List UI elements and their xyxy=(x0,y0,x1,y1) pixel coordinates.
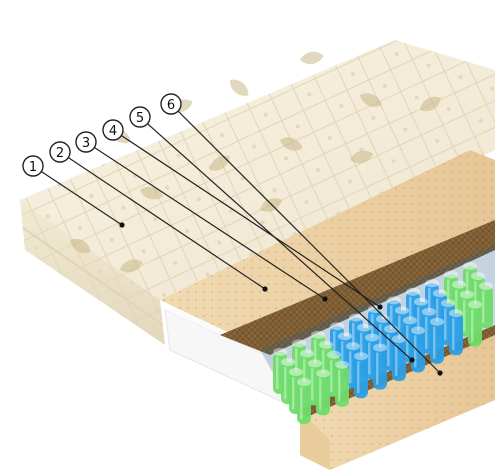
spring-pocket xyxy=(354,356,368,399)
leader-endpoint xyxy=(437,370,443,376)
callout-number: 1 xyxy=(29,160,37,175)
spring-pocket xyxy=(297,382,311,424)
callout-badge-6: 6 xyxy=(160,93,182,115)
leader-endpoint xyxy=(377,304,383,310)
spring-pocket xyxy=(373,347,387,390)
leader-endpoint xyxy=(409,357,415,363)
leader-line xyxy=(32,165,123,226)
spring-pocket xyxy=(430,321,444,364)
leader-line xyxy=(59,151,266,290)
leader-endpoint xyxy=(322,296,328,302)
callout-number: 4 xyxy=(109,124,117,139)
spring-pocket xyxy=(392,339,406,381)
cutaway-section xyxy=(160,150,495,470)
leaf-icon xyxy=(300,51,324,65)
leaf-icon xyxy=(420,96,441,112)
callout-leader-lines xyxy=(32,103,443,376)
spring-pocket xyxy=(316,373,330,416)
leader-line xyxy=(112,129,381,308)
leaf-icon xyxy=(120,259,143,273)
leaf-icon xyxy=(260,198,282,212)
leader-line xyxy=(170,103,441,374)
quilted-cover xyxy=(20,40,495,345)
spring-pocket xyxy=(449,313,463,356)
leaf-icon xyxy=(210,155,230,171)
callout-number: 3 xyxy=(82,136,90,151)
leader-endpoint xyxy=(119,222,125,228)
leaf-icon xyxy=(229,79,249,96)
spring-pocket xyxy=(335,364,349,407)
leaf-icon xyxy=(70,238,91,254)
leader-line xyxy=(85,141,326,300)
leaf-icon xyxy=(350,150,374,164)
callout-number: 5 xyxy=(136,111,144,126)
callout-badge-2: 2 xyxy=(49,141,71,163)
callout-badge-1: 1 xyxy=(22,155,44,177)
callout-number: 6 xyxy=(167,98,175,113)
leaf-icon xyxy=(360,93,382,107)
callout-badge-4: 4 xyxy=(102,119,124,141)
callout-badges: 1 2 3 4 5 6 xyxy=(22,93,182,177)
spring-pocket xyxy=(479,286,493,328)
callout-number: 2 xyxy=(56,146,64,161)
leader-endpoint xyxy=(262,286,268,292)
callout-badge-3: 3 xyxy=(75,131,97,153)
spring-pocket xyxy=(468,304,482,347)
pocket-spring-block xyxy=(273,262,493,424)
leader-line xyxy=(139,116,413,361)
leaf-icon xyxy=(280,137,303,151)
leaf-icon xyxy=(140,186,164,200)
coir-layer xyxy=(220,220,495,355)
callout-badge-5: 5 xyxy=(129,106,151,128)
